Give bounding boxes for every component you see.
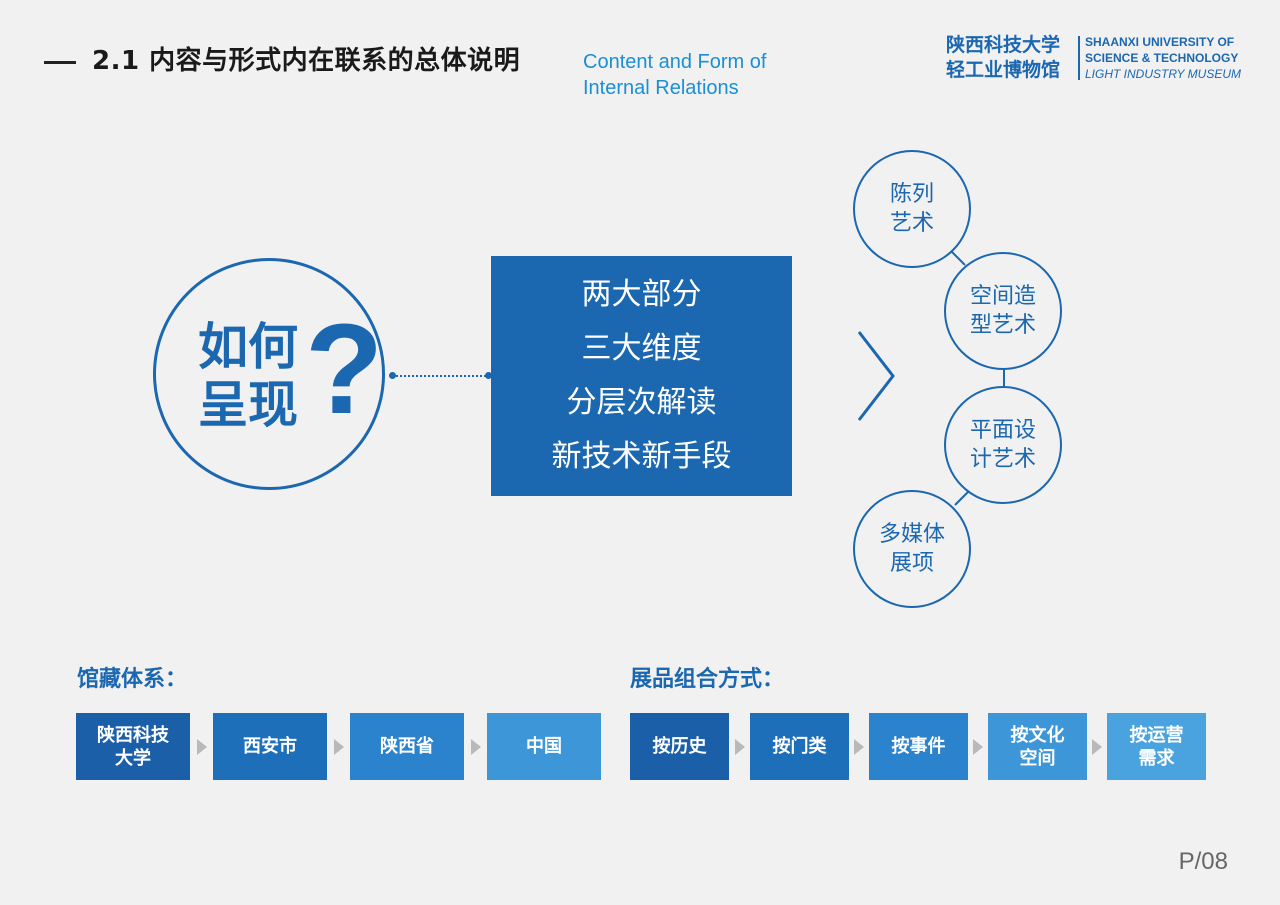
circle-label: 艺术 <box>889 211 934 236</box>
circle-label: 平面设 <box>969 418 1036 443</box>
circle-graphic-design: 平面设 计艺术 <box>944 386 1062 504</box>
arrow-right-icon <box>973 739 983 755</box>
step-label: 需求 <box>1138 747 1175 769</box>
connector-dot-left <box>389 372 396 379</box>
step-label: 中国 <box>526 736 562 757</box>
arrow-right-icon <box>334 739 344 755</box>
box-line: 三大维度 <box>581 331 702 366</box>
step-label: 按门类 <box>772 736 827 757</box>
step-label: 按文化 <box>1010 724 1065 746</box>
circle-spatial-art: 空间造 型艺术 <box>944 252 1062 370</box>
connector-dot-right <box>485 372 492 379</box>
page-number: P/08 <box>1178 848 1228 875</box>
circle-label: 陈列 <box>889 182 934 207</box>
step-label: 大学 <box>115 747 151 769</box>
question-text: 如何 呈现 <box>198 318 298 434</box>
arrow-right-icon <box>1092 739 1102 755</box>
section-subtitle: Content and Form of Internal Relations <box>583 49 766 101</box>
step-label: 西安市 <box>243 736 297 757</box>
exhibit-step: 按运营 需求 <box>1107 713 1206 780</box>
exhibit-step: 按文化 空间 <box>988 713 1087 780</box>
collection-step: 西安市 <box>213 713 327 780</box>
circle-label: 空间造 <box>969 284 1036 309</box>
collection-step: 陕西科技 大学 <box>76 713 190 780</box>
logo-en-line-3: LIGHT INDUSTRY MUSEUM <box>1085 67 1242 81</box>
museum-logo-en: SHAANXI UNIVERSITY OF SCIENCE & TECHNOLO… <box>1085 34 1241 82</box>
logo-cn-line-1: 陕西科技大学 <box>946 34 1061 56</box>
arrow-right-icon <box>471 739 481 755</box>
question-mark: ? <box>305 298 384 441</box>
step-label: 空间 <box>1019 747 1056 769</box>
connector-line <box>393 375 489 377</box>
museum-logo-cn: 陕西科技大学 轻工业博物馆 <box>946 33 1060 83</box>
logo-cn-line-2: 轻工业博物馆 <box>946 59 1061 81</box>
presentation-box: 两大部分 三大维度 分层次解读 新技术新手段 <box>491 256 792 496</box>
logo-en-line-1: SHAANXI UNIVERSITY OF <box>1085 35 1235 49</box>
step-label: 按运营 <box>1129 724 1184 746</box>
arrow-right-icon <box>854 739 864 755</box>
step-label: 陕西省 <box>380 736 434 757</box>
title-dash <box>44 61 76 64</box>
exhibit-step: 按门类 <box>750 713 849 780</box>
circle-label: 计艺术 <box>969 447 1036 472</box>
box-line: 两大部分 <box>581 277 702 312</box>
exhibit-step: 按历史 <box>630 713 729 780</box>
question-circle <box>153 258 385 490</box>
step-label: 陕西科技 <box>97 724 169 746</box>
box-line: 新技术新手段 <box>551 439 732 474</box>
collection-step: 中国 <box>487 713 601 780</box>
chevron-right-icon <box>857 331 895 421</box>
logo-divider <box>1078 36 1080 80</box>
collection-heading: 馆藏体系： <box>77 667 188 692</box>
collection-step: 陕西省 <box>350 713 464 780</box>
exhibit-step: 按事件 <box>869 713 968 780</box>
circle-label: 型艺术 <box>969 313 1036 338</box>
logo-en-line-2: SCIENCE & TECHNOLOGY <box>1085 51 1239 65</box>
step-label: 按历史 <box>652 736 707 757</box>
arrow-right-icon <box>197 739 207 755</box>
box-line: 分层次解读 <box>566 385 717 420</box>
section-title: 2.1 内容与形式内在联系的总体说明 <box>92 46 521 76</box>
exhibit-heading: 展品组合方式： <box>630 667 785 692</box>
question-line-2: 呈现 <box>198 376 298 434</box>
circle-label: 多媒体 <box>878 522 945 547</box>
circle-label: 展项 <box>889 551 934 576</box>
subtitle-line-2: Internal Relations <box>583 77 739 99</box>
arrow-right-icon <box>735 739 745 755</box>
circle-multimedia: 多媒体 展项 <box>853 490 971 608</box>
subtitle-line-1: Content and Form of <box>583 51 767 73</box>
step-label: 按事件 <box>891 736 946 757</box>
circle-display-art: 陈列 艺术 <box>853 150 971 268</box>
question-line-1: 如何 <box>198 318 298 376</box>
